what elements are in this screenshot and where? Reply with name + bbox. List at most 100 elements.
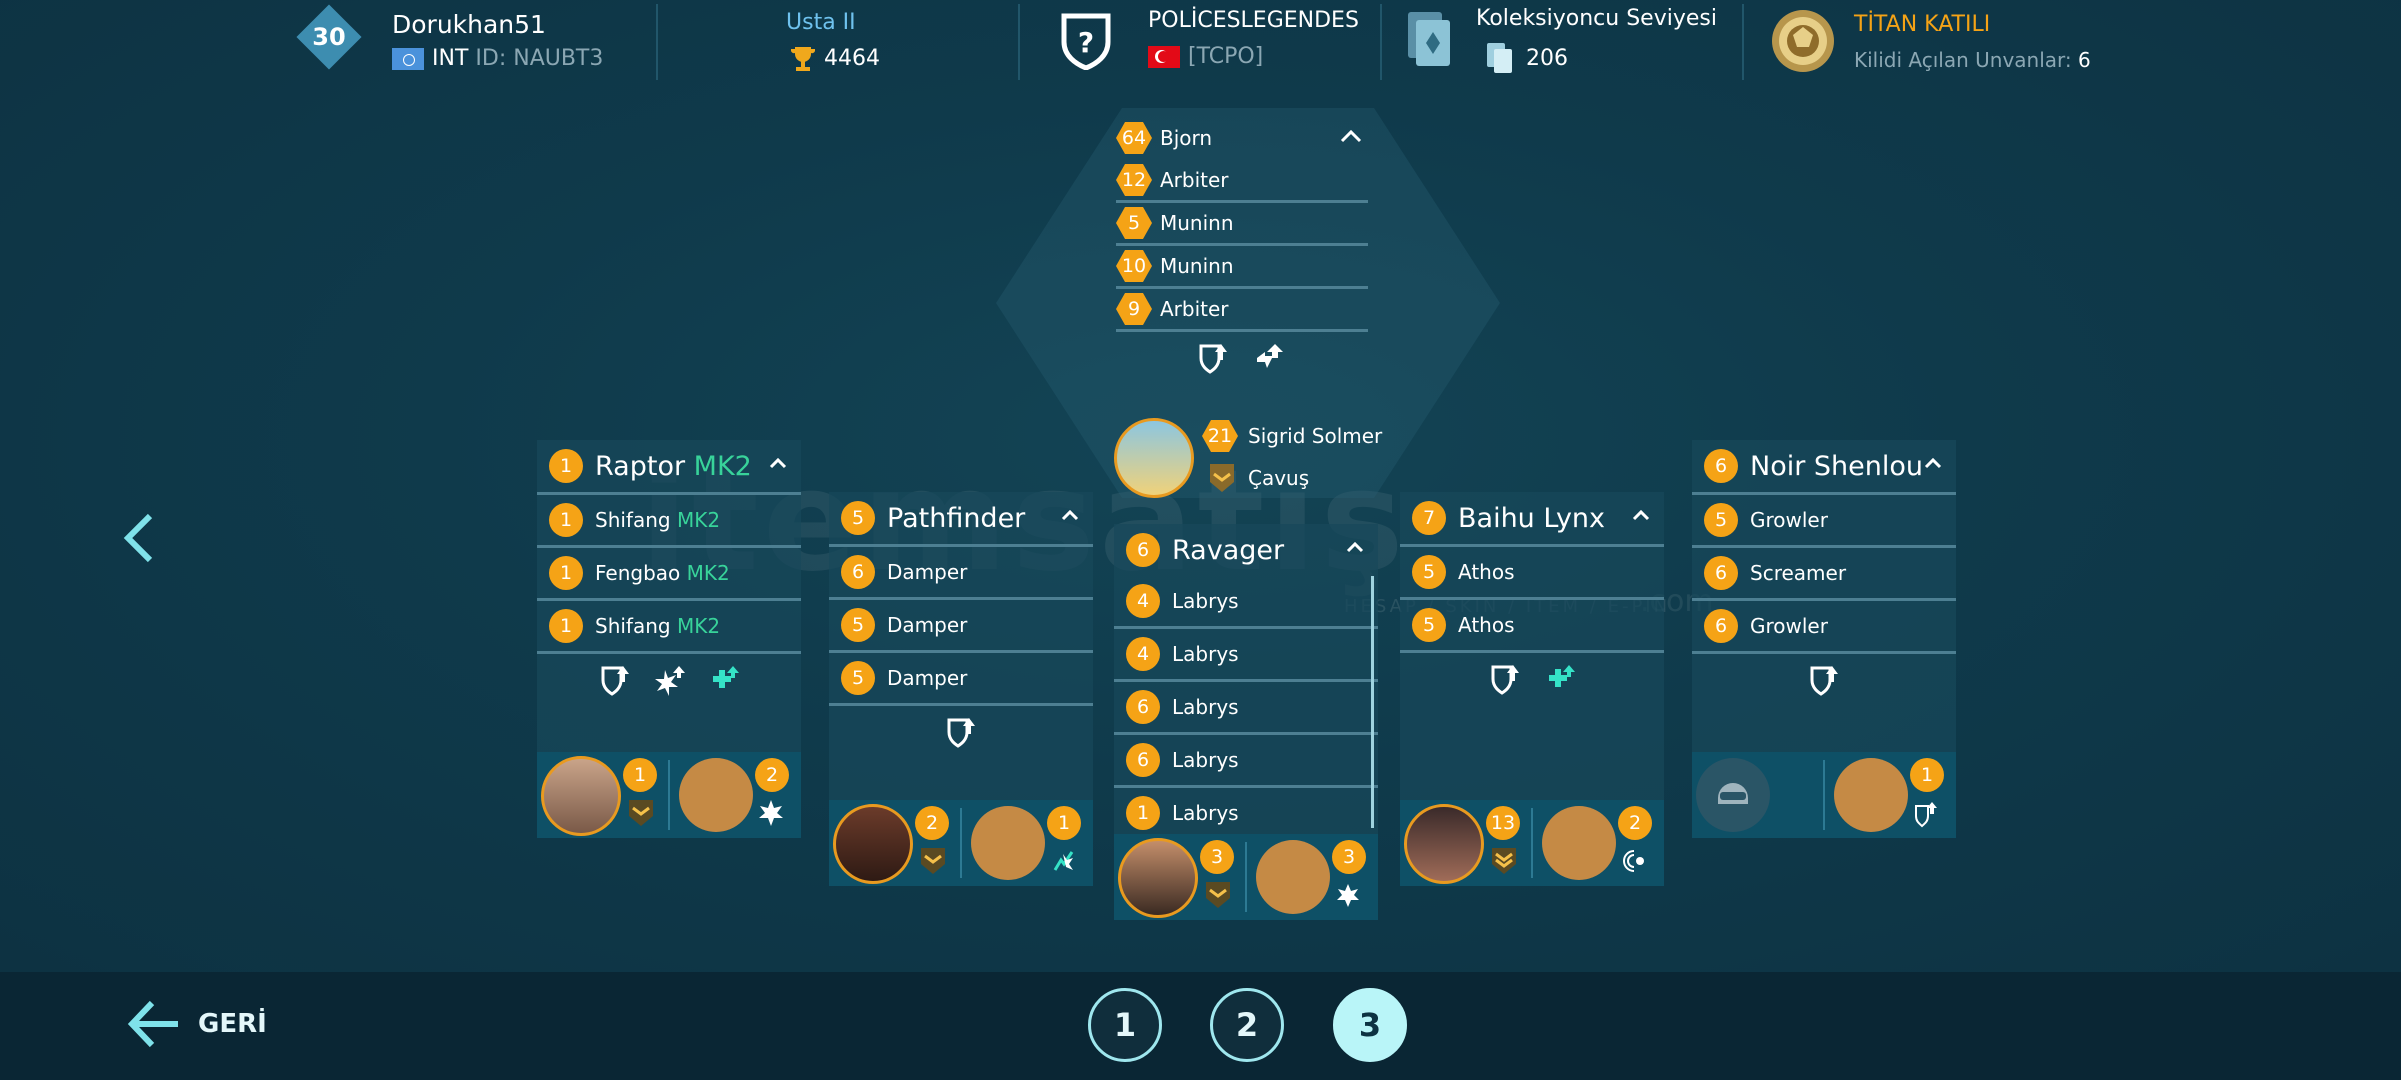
drone-level: 2 — [755, 758, 789, 792]
titan-backdrop-hexagon — [996, 108, 1500, 498]
title-name: TİTAN KATILI — [1854, 12, 1991, 37]
pilot-portrait[interactable] — [1118, 838, 1198, 918]
divider — [1742, 4, 1744, 80]
drone-icon[interactable] — [1256, 840, 1330, 914]
back-label: GERİ — [198, 1009, 267, 1039]
shield-up-module-icon[interactable] — [1195, 340, 1231, 376]
cards-icon — [1487, 43, 1512, 73]
shield-up-module-icon[interactable] — [597, 662, 633, 698]
module-row — [1400, 650, 1664, 705]
module-row — [1692, 651, 1956, 706]
scrollbar[interactable] — [1371, 576, 1374, 828]
drone-icon[interactable] — [679, 758, 753, 832]
shield-up-module-icon[interactable] — [1806, 662, 1842, 698]
divider — [1380, 4, 1382, 80]
burst-boost-module-icon[interactable] — [651, 662, 687, 698]
drone-icon[interactable] — [1542, 806, 1616, 880]
shield-up-module-icon[interactable] — [943, 714, 979, 750]
repair-boost-module-icon[interactable] — [705, 662, 741, 698]
titan-level: 64 — [1116, 122, 1152, 154]
drone-skill-icon — [1915, 802, 1937, 828]
page-1-button[interactable]: 1 — [1088, 988, 1162, 1062]
player-region-id: INT ID: NAUBT3 — [392, 46, 603, 71]
back-arrow-icon — [127, 1000, 178, 1048]
pilot-drone-row: 1 — [1692, 752, 1956, 838]
pilot-level: 3 — [1200, 840, 1234, 874]
collapse-chevron-icon[interactable] — [769, 454, 787, 472]
robot-header: 6 Ravager — [1114, 524, 1378, 576]
damage-boost-module-icon[interactable] — [1253, 340, 1289, 376]
shield-up-module-icon[interactable] — [1487, 661, 1523, 697]
titan-pilot-portrait[interactable] — [1114, 418, 1194, 498]
player-id-label: ID: — [475, 46, 507, 71]
drone-skill-icon — [1623, 850, 1644, 872]
robot-level: 1 — [549, 449, 583, 483]
previous-arrow-icon[interactable] — [118, 512, 158, 564]
repair-boost-module-icon[interactable] — [1541, 661, 1577, 697]
unlocked-label: Kilidi Açılan Unvanlar: — [1854, 48, 2072, 72]
drone-icon[interactable] — [1834, 758, 1908, 832]
weapon-name: Muninn — [1160, 254, 1234, 278]
bottom-bar — [0, 972, 2401, 1080]
collapse-chevron-icon[interactable] — [1340, 128, 1362, 144]
back-button[interactable]: GERİ — [126, 996, 267, 1052]
pilot-rank-icon — [1492, 848, 1516, 874]
pilot-helmet-icon — [1718, 783, 1748, 804]
titan-pilot-level: 21 — [1202, 420, 1238, 452]
page-3-button[interactable]: 3 — [1333, 988, 1407, 1062]
collapse-chevron-icon[interactable] — [1346, 538, 1364, 556]
collector-title: Koleksiyoncu Seviyesi — [1476, 6, 1717, 31]
pilot-portrait[interactable] — [541, 756, 621, 836]
collapse-chevron-icon[interactable] — [1061, 506, 1079, 524]
weapon-level: 9 — [1116, 293, 1152, 325]
robot-level: 6 — [1704, 449, 1738, 483]
drone-icon[interactable] — [971, 806, 1045, 880]
empty-pilot-slot[interactable] — [1696, 758, 1770, 832]
robot-header: 1 Raptor MK2 — [537, 440, 801, 492]
league-name: Usta II — [786, 10, 856, 35]
weapon-name: Muninn — [1160, 211, 1234, 235]
pilot-drone-row: 2 1 — [829, 800, 1093, 886]
pilot-drone-row: 3 3 — [1114, 834, 1378, 920]
divider — [1018, 4, 1020, 80]
clan-shield-icon: ? — [1061, 13, 1111, 70]
page-2-button[interactable]: 2 — [1210, 988, 1284, 1062]
pilot-portrait[interactable] — [1404, 804, 1484, 884]
turkey-flag-icon — [1148, 46, 1180, 68]
collapse-chevron-icon[interactable] — [1632, 506, 1650, 524]
weapon-name: Arbiter — [1160, 168, 1229, 192]
sergeant-rank-icon — [1210, 464, 1234, 492]
pilot-portrait[interactable] — [833, 804, 913, 884]
drone-skill-icon — [759, 800, 783, 826]
trophy-count: 4464 — [824, 46, 880, 71]
robot-name: Ravager — [1172, 534, 1285, 566]
collapse-chevron-icon[interactable] — [1924, 454, 1942, 472]
